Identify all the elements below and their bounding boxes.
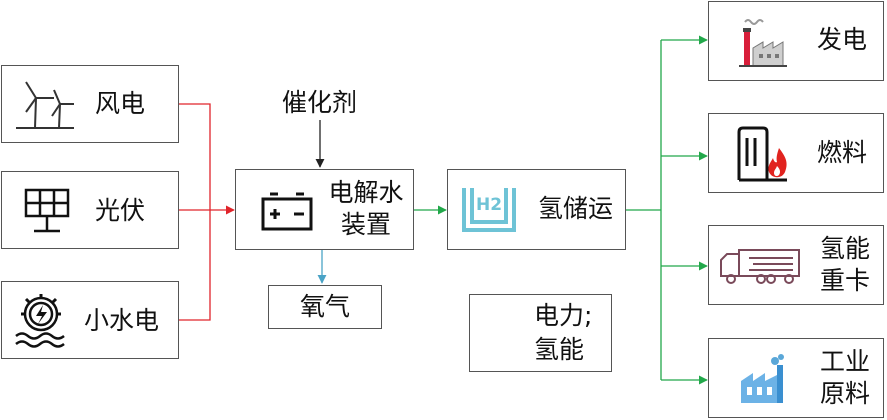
small-hydro-label: 小水电 [84,306,160,335]
fuel-box: 燃料 [708,113,884,193]
electrolyzer-box: 电解水 装置 [235,169,414,250]
wind-turbine-icon [16,81,74,129]
power-generation-box: 发电 [708,1,884,81]
solar-power-label: 光伏 [95,196,146,225]
legend-electric-label: 电力; [534,301,593,330]
hydrogen-storage-box: H2 氢储运 [447,169,626,250]
h2-tank-icon: H2 [462,188,516,232]
catalyst-label: 催化剂 [282,88,358,117]
solar-panel-icon [24,188,70,233]
power-generation-label: 发电 [817,25,868,54]
hydrogen-storage-label: 氢储运 [538,194,614,223]
fuel-building-flame-icon [737,126,787,182]
fuel-label: 燃料 [817,138,868,167]
hydro-turbine-icon [15,294,65,348]
electrolyzer-label-line1: 电解水 [328,178,404,207]
industrial-feedstock-label-line2: 原料 [819,379,870,408]
legend-box: 电力; 氢能 [469,294,612,372]
h2-badge-text: H2 [476,195,502,215]
hydrogen-truck-label-line1: 氢能 [819,234,870,263]
wind-power-label: 风电 [95,89,146,118]
solar-power-box: 光伏 [1,171,179,249]
small-hydro-box: 小水电 [1,281,179,359]
industrial-feedstock-label-line1: 工业 [819,347,870,376]
power-plant-icon [739,19,787,67]
legend-hydrogen-label: 氢能 [534,335,585,364]
factory-icon [741,354,784,403]
hydrogen-truck-box: 氢能 重卡 [708,225,884,305]
oxygen-label: 氧气 [299,292,350,321]
hydrogen-truck-label-line2: 重卡 [819,266,870,295]
oxygen-box: 氧气 [268,285,382,329]
wind-power-box: 风电 [1,65,179,143]
power-bus-line [179,103,211,321]
hydrogen-bus-line [626,40,662,380]
battery-icon [261,192,313,231]
industrial-feedstock-box: 工业 原料 [708,338,884,418]
heavy-truck-icon [720,249,800,284]
electrolyzer-label-line2: 装置 [340,210,391,239]
